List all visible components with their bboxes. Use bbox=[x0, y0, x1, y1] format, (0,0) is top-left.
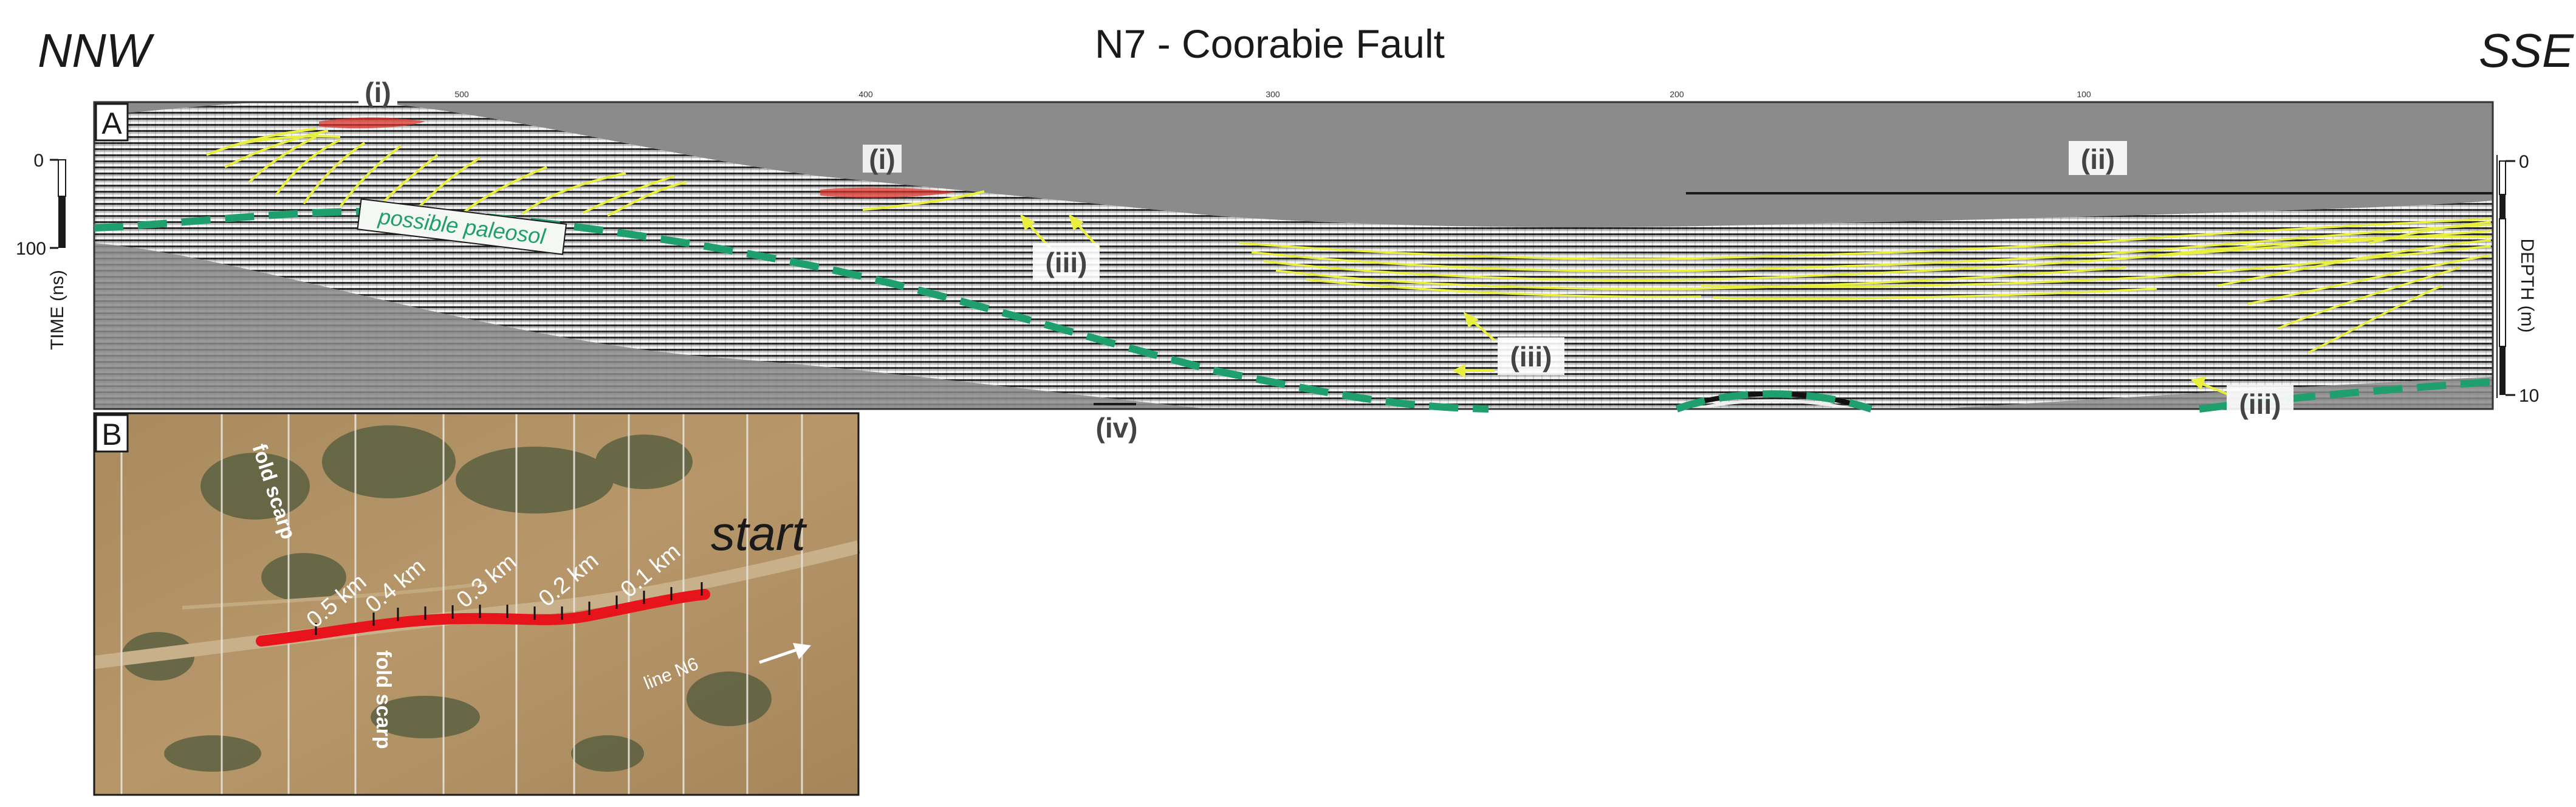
time-axis-bar-black bbox=[58, 196, 66, 245]
line-n6-arrow bbox=[759, 643, 811, 664]
start-label: start bbox=[711, 506, 807, 560]
annotation-i-left: (i) bbox=[365, 77, 391, 108]
depth-axis-bar-black bbox=[2499, 194, 2506, 219]
direction-right: SSE bbox=[2479, 24, 2574, 77]
reflector-mid bbox=[862, 190, 985, 211]
annotation-labels: (i) (i) (ii) (iii) (iii) (iii) (iv) bbox=[358, 77, 2293, 444]
time-axis-bar-white bbox=[58, 159, 66, 197]
depth-axis-title: DEPTH (m) bbox=[2517, 239, 2537, 333]
depth-tick-10: 10 bbox=[2519, 386, 2539, 406]
tick-100: 100 bbox=[2077, 89, 2091, 99]
annotation-iii-2: (iii) bbox=[1510, 341, 1552, 373]
depth-axis-bar-black-2 bbox=[2499, 346, 2506, 395]
time-axis-title: TIME (ns) bbox=[47, 270, 67, 350]
red-zone-left bbox=[319, 117, 425, 129]
panel-b-label-box bbox=[95, 414, 129, 453]
paleosol-label-box bbox=[357, 198, 567, 255]
time-tick-100: 100 bbox=[16, 239, 46, 259]
fold-scarp-bottom: fold scarp bbox=[372, 650, 395, 749]
ii-bg bbox=[2069, 141, 2127, 175]
annotation-iii-3: (iii) bbox=[2239, 388, 2281, 420]
distance-ticks: 500 400 300 200 100 bbox=[454, 89, 2091, 99]
gpr-lower-gray-right bbox=[1933, 377, 2493, 409]
iii-1-bg bbox=[1033, 243, 1100, 281]
time-axis-bar-black-2 bbox=[58, 245, 66, 248]
direction-left: NNW bbox=[38, 24, 155, 77]
depth-tick-0: 0 bbox=[2519, 152, 2529, 172]
gpr-frame bbox=[93, 101, 2494, 410]
satellite-frame bbox=[93, 412, 860, 796]
gpr-arch-2 bbox=[1694, 399, 1854, 409]
reflectors-right bbox=[1239, 218, 2492, 354]
grid-lines bbox=[120, 413, 803, 795]
panel-a-label: A bbox=[101, 106, 122, 140]
panel-a-label-box bbox=[95, 103, 129, 142]
annotation-iv: (iv) bbox=[1096, 412, 1138, 444]
survey-ticks bbox=[315, 582, 703, 635]
annotation-ii: (ii) bbox=[2081, 143, 2115, 175]
survey-line bbox=[256, 589, 710, 647]
i-left-bg bbox=[358, 78, 397, 106]
annotation-iii-1: (iii) bbox=[1046, 247, 1088, 278]
iii-3-bg bbox=[2227, 385, 2293, 422]
i-mid-bg bbox=[863, 145, 902, 173]
satellite-panel: B start fold scarp fold scarp line N6 0.… bbox=[93, 412, 860, 796]
depth-axis: 0 10 DEPTH (m) bbox=[2496, 152, 2539, 406]
time-axis: 0 100 TIME (ns) bbox=[16, 151, 67, 350]
gpr-lower-gray bbox=[94, 243, 1211, 409]
tick-500: 500 bbox=[454, 89, 469, 99]
gpr-section: A 500 400 300 200 100 (i) (i) (ii) (iii)… bbox=[93, 77, 2494, 444]
panel-b-label: B bbox=[101, 417, 122, 452]
time-tick-0: 0 bbox=[33, 151, 44, 171]
depth-axis-bar-white-2 bbox=[2499, 218, 2506, 347]
depth-axis-bar-white bbox=[2499, 160, 2506, 195]
figure-title: N7 - Coorabie Fault bbox=[1095, 21, 1445, 66]
tick-400: 400 bbox=[858, 89, 873, 99]
red-zone-mid bbox=[820, 187, 957, 198]
annotation-i-mid: (i) bbox=[869, 143, 895, 175]
tick-300: 300 bbox=[1266, 89, 1280, 99]
iii-2-bg bbox=[1498, 337, 1564, 375]
tick-200: 200 bbox=[1670, 89, 1684, 99]
